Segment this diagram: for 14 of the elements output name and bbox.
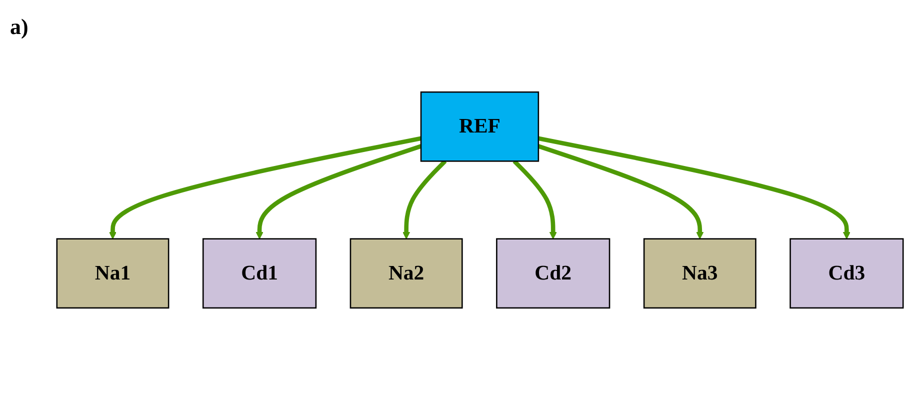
arrow: [256, 144, 422, 240]
node-box: Cd3: [790, 238, 904, 309]
node-box: Na1: [56, 238, 170, 309]
arrow: [402, 160, 447, 240]
node-box: REF: [420, 91, 540, 162]
node-box: Cd1: [202, 238, 317, 309]
arrow: [538, 144, 704, 240]
node-box: Na2: [350, 238, 463, 309]
panel-label: a): [10, 14, 28, 40]
arrow: [512, 160, 557, 240]
node-box: Cd2: [496, 238, 610, 309]
arrow: [108, 136, 422, 240]
arrow: [538, 136, 850, 240]
node-box: Na3: [643, 238, 756, 309]
